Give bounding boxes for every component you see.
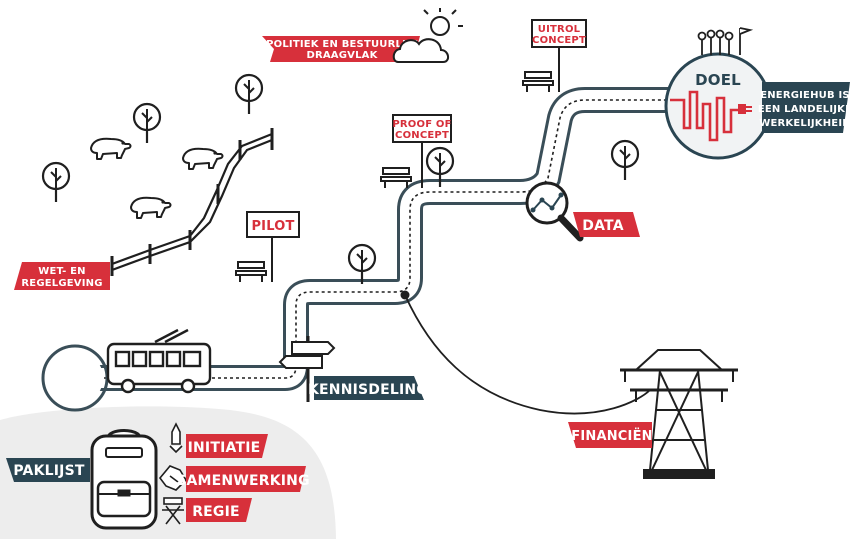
svg-text:EEN LANDELIJKE: EEN LANDELIJKE [758,104,852,115]
cable-junction [400,290,410,300]
proof-of-concept-sign: PROOF OF CONCEPT [392,114,452,188]
directors-chair-icon [162,497,184,525]
svg-text:DATA: DATA [582,218,623,234]
bench-icon [380,167,412,189]
power-pylon-icon [620,349,738,479]
svg-text:UITROL: UITROL [538,24,581,35]
magnifier-icon [525,181,584,242]
bear-icon [90,137,132,160]
bear-icon [182,147,224,170]
svg-text:CONCEPT: CONCEPT [395,130,449,141]
initiatie-banner: INITIATIE [186,434,268,458]
bench-icon [522,71,554,93]
doel-circle: DOEL [664,52,772,160]
svg-text:PROOF OF: PROOF OF [392,119,451,130]
samenwerking-banner: SAMENWERKING [176,466,310,492]
people-icon [697,27,754,55]
tree-icon [132,102,162,145]
financien-cable [404,294,651,415]
backpack-icon [90,429,158,530]
tree-icon [234,73,264,116]
sun-cloud-icon [392,8,463,63]
svg-text:FINANCIËN: FINANCIËN [571,428,652,444]
svg-text:REGELGEVING: REGELGEVING [21,278,102,289]
politiek-banner: POLITIEK EN BESTUURLIJK DRAAGVLAK [262,36,420,62]
svg-text:PILOT: PILOT [251,219,294,234]
svg-text:ENERGIEHUB IS: ENERGIEHUB IS [760,90,850,101]
svg-text:POLITIEK EN BESTUURLIJK: POLITIEK EN BESTUURLIJK [266,39,419,50]
plug-icon [738,104,746,114]
svg-text:INITIATIE: INITIATIE [188,440,261,456]
financien-banner: FINANCIËN [568,422,653,448]
svg-text:REGIE: REGIE [192,504,240,520]
signpost-icon [278,336,336,402]
svg-text:PAKLIJST: PAKLIJST [13,463,84,479]
bench-icon [235,261,267,283]
svg-text:DRAAGVLAK: DRAAGVLAK [306,50,378,61]
regie-banner: REGIE [186,498,252,522]
energiehub-banner: ENERGIEHUB IS EEN LANDELIJKE WERKELIJKHE… [758,82,852,133]
tree-icon [347,243,377,286]
wet-regelgeving-banner: WET- EN REGELGEVING [14,262,110,290]
data-banner: DATA [573,212,640,237]
fence [110,128,274,276]
paklijst-banner: PAKLIJST [6,458,90,482]
rocket-icon [169,422,183,454]
svg-text:SAMENWERKING: SAMENWERKING [176,473,310,489]
bus-icon [106,328,212,394]
svg-text:KENNISDELING: KENNISDELING [308,382,428,398]
uitrol-sign: UITROL CONCEPT [531,19,587,92]
svg-text:WERKELIJKHEID: WERKELIJKHEID [759,118,851,129]
tree-icon [41,161,71,204]
svg-text:WET- EN: WET- EN [38,266,85,277]
pilot-sign: PILOT [246,211,300,282]
doel-label: DOEL [695,71,741,89]
kennisdeling-banner: KENNISDELING [308,376,428,400]
tree-icon [610,139,640,182]
svg-text:CONCEPT: CONCEPT [532,35,586,46]
bear-icon [130,196,172,219]
